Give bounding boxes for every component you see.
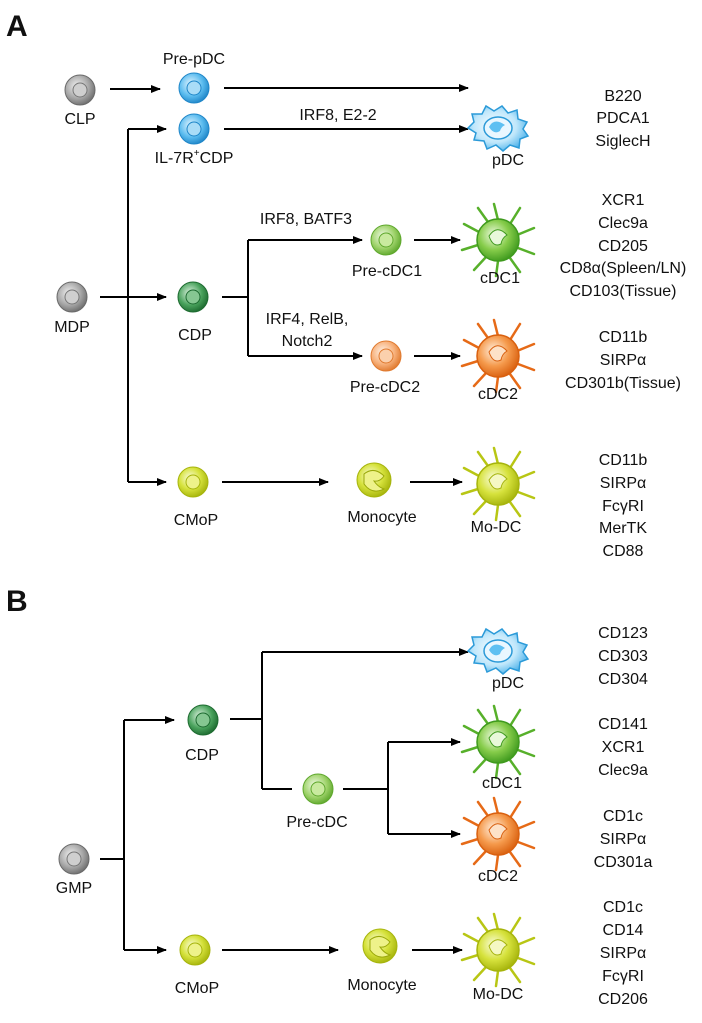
panel-b-letter: B (6, 585, 28, 618)
marker: Clec9a (598, 762, 648, 779)
marker: CD11b (599, 452, 648, 469)
cdc1-factors: IRF8, BATF3 (260, 211, 352, 228)
panel-b-markers: CD123 CD303 CD304 CD141 XCR1 Clec9a CD1c… (594, 625, 653, 1008)
marker: B220 (604, 88, 641, 105)
marker: CD1c (603, 899, 643, 916)
pre-cdc1-label: Pre-cDC1 (352, 263, 422, 280)
pre-cdc2-cell (370, 340, 402, 372)
modc-cell (460, 446, 536, 522)
marker: SiglecH (595, 133, 650, 150)
pre-pdc-label: Pre-pDC (163, 51, 225, 68)
marker: CD141 (598, 716, 648, 733)
marker: CD301a (594, 854, 653, 871)
marker: CD11b (599, 329, 648, 346)
marker: CD304 (598, 671, 648, 688)
pdc-factors: IRF8, E2-2 (299, 107, 376, 124)
gmp-cell (58, 843, 90, 875)
monocyte-cell (356, 462, 392, 498)
cdc2-factors-line1: IRF4, RelB, (266, 311, 349, 328)
cdc2-cell (460, 318, 536, 394)
marker: SIRPα (600, 945, 647, 962)
marker: CD123 (598, 625, 648, 642)
modc-label-b: Mo-DC (473, 986, 524, 1003)
marker: XCR1 (602, 739, 645, 756)
pdc-label-b: pDC (492, 675, 524, 692)
marker: CD205 (598, 238, 648, 255)
cdp-cell (177, 281, 209, 313)
cdc2-label: cDC2 (478, 386, 518, 403)
panel-a-connections (100, 84, 469, 486)
marker: CD206 (598, 991, 648, 1008)
cdc1-cell (460, 202, 536, 278)
monocyte-cell-b (362, 928, 398, 964)
cmop-cell-b (179, 934, 211, 966)
marker: CD8α(Spleen/LN) (560, 260, 687, 277)
pdc-label: pDC (492, 152, 524, 169)
mdp-cell (56, 281, 88, 313)
pdc-cell-b (466, 627, 530, 675)
marker: CD88 (603, 543, 644, 560)
cdc1-label-b: cDC1 (482, 775, 522, 792)
marker: FcγRI (602, 968, 644, 985)
cdc2-label-b: cDC2 (478, 868, 518, 885)
panel-a-letter: A (6, 10, 28, 43)
cdc2-factors-line2: Notch2 (282, 333, 333, 350)
clp-label: CLP (64, 111, 95, 128)
pre-cdc-label: Pre-cDC (286, 814, 347, 831)
clp-cell (64, 74, 96, 106)
mdp-label: MDP (54, 319, 90, 336)
marker: FcγRI (602, 498, 644, 515)
cmop-label-b: CMoP (175, 980, 219, 997)
pdc-cell (466, 104, 530, 152)
marker: CD1c (603, 808, 643, 825)
panel-a-markers: B220 PDCA1 SiglecH XCR1 Clec9a CD205 CD8… (560, 88, 687, 560)
marker: Clec9a (598, 215, 648, 232)
monocyte-label-b: Monocyte (347, 977, 416, 994)
marker: CD301b(Tissue) (565, 375, 681, 392)
cdp-label: CDP (178, 327, 212, 344)
il7r-cdp-cell (178, 113, 210, 145)
pre-cdc2-label: Pre-cDC2 (350, 379, 420, 396)
marker: SIRPα (600, 352, 647, 369)
marker: SIRPα (600, 831, 647, 848)
il7r-cdp-label: IL-7R+CDP (155, 148, 234, 167)
marker: CD103(Tissue) (570, 283, 677, 300)
marker: SIRPα (600, 475, 647, 492)
marker: XCR1 (602, 192, 645, 209)
pre-pdc-cell (178, 72, 210, 104)
cdp-cell-b (187, 704, 219, 736)
cdp-label-b: CDP (185, 747, 219, 764)
cmop-cell (177, 466, 209, 498)
monocyte-label: Monocyte (347, 509, 416, 526)
marker: MerTK (599, 520, 647, 537)
marker: CD14 (603, 922, 644, 939)
modc-label: Mo-DC (471, 519, 522, 536)
marker: CD303 (598, 648, 648, 665)
marker: PDCA1 (596, 110, 649, 127)
cmop-label: CMoP (174, 512, 218, 529)
modc-cell-b (460, 912, 536, 988)
cdc1-cell-b (460, 704, 536, 780)
pre-cdc1-cell (370, 224, 402, 256)
pre-cdc-cell (302, 773, 334, 805)
panel-b-connections (100, 648, 469, 954)
cdc2-cell-b (460, 796, 536, 872)
gmp-label: GMP (56, 880, 92, 897)
cdc1-label: cDC1 (480, 270, 520, 287)
